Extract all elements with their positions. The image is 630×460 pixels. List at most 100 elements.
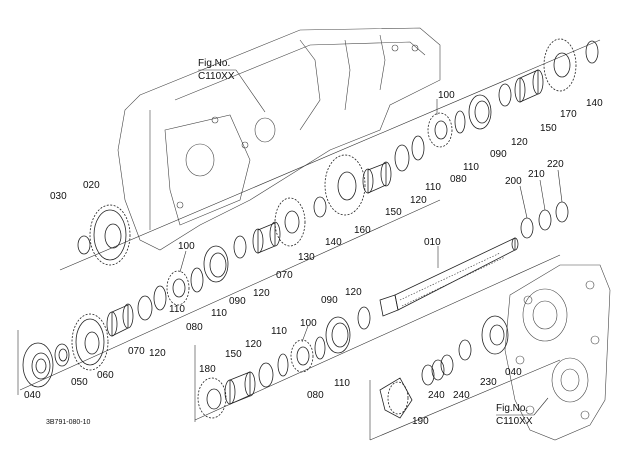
label-090-c: 090 — [321, 295, 338, 306]
needle-bearing-240-a — [421, 359, 445, 386]
label-080-b: 080 — [186, 322, 203, 333]
collar-230 — [458, 339, 472, 361]
ring-120-e — [258, 362, 274, 388]
label-080-c: 080 — [307, 390, 324, 401]
label-110-d: 110 — [425, 182, 441, 193]
label-110-c: 110 — [211, 308, 227, 319]
ring-120-c — [233, 235, 247, 259]
sleeve-090-c — [325, 316, 351, 354]
ring-110-c — [190, 267, 204, 293]
label-060: 060 — [97, 370, 114, 381]
ring-110-d — [411, 135, 425, 161]
label-190: 190 — [412, 416, 429, 427]
label-120-a: 120 — [511, 137, 528, 148]
ring-110-f — [277, 353, 289, 377]
fig-ref-top-line1: Fig.No. — [198, 58, 230, 69]
label-080-a: 080 — [450, 174, 467, 185]
collar-050 — [54, 343, 70, 367]
hub-080-c — [290, 339, 314, 373]
label-130: 130 — [298, 252, 315, 263]
needle-bearing-150-top — [514, 69, 544, 103]
label-050: 050 — [71, 377, 88, 388]
label-120-b: 120 — [149, 348, 166, 359]
ring-120-a — [498, 83, 512, 107]
label-120-d: 120 — [410, 195, 427, 206]
label-210: 210 — [528, 169, 545, 180]
gear-190 — [379, 377, 413, 419]
label-220: 220 — [547, 159, 564, 170]
needle-bearing-070-left — [106, 303, 134, 337]
label-090-b: 090 — [229, 296, 246, 307]
ring-140-top — [585, 40, 599, 64]
sleeve-090-a — [468, 94, 492, 130]
snap-ring-030 — [77, 235, 91, 255]
ring-120-f — [357, 306, 371, 330]
label-020: 020 — [83, 180, 100, 191]
label-110-e: 110 — [463, 162, 479, 173]
ring-140-mid — [313, 196, 327, 218]
label-110-f: 110 — [271, 326, 287, 337]
gear-020 — [89, 204, 131, 266]
label-100-c: 100 — [300, 318, 317, 329]
label-030: 030 — [50, 191, 67, 202]
label-160: 160 — [354, 225, 371, 236]
ring-110-e — [454, 110, 466, 134]
label-070-mid: 070 — [276, 270, 293, 281]
fig-ref-top-line2: C110XX — [198, 71, 235, 82]
label-070-left: 070 — [128, 346, 145, 357]
needle-bearing-240-b — [440, 354, 454, 376]
needle-bearing-150-low — [224, 371, 256, 405]
label-240-a: 240 — [428, 390, 445, 401]
hub-080-a — [427, 112, 453, 148]
label-120-e: 120 — [245, 339, 262, 350]
label-110-b: 110 — [169, 304, 185, 315]
leader-lines — [179, 99, 563, 343]
gear-060 — [71, 313, 109, 371]
label-120-c: 120 — [253, 288, 270, 299]
shaft-010 — [379, 237, 519, 317]
gear-160 — [324, 154, 366, 216]
transmission-housing-outline — [117, 27, 441, 251]
label-150-mid: 150 — [385, 207, 402, 218]
label-100-b: 100 — [178, 241, 195, 252]
label-040-left: 040 — [24, 390, 41, 401]
fig-ref-top: Fig.No. C110XX — [198, 58, 266, 113]
ring-110-a — [314, 336, 326, 360]
label-140-mid: 140 — [325, 237, 342, 248]
label-120-f: 120 — [345, 287, 362, 298]
label-150-low: 150 — [225, 349, 242, 360]
needle-bearing-070-mid — [252, 221, 281, 254]
gear-170 — [543, 38, 577, 92]
explode-axis-lines — [17, 39, 601, 441]
hub-080-b — [166, 270, 190, 306]
label-180: 180 — [199, 364, 216, 375]
bearing-040-right — [481, 315, 509, 355]
label-170: 170 — [560, 109, 577, 120]
label-100-a: 100 — [438, 90, 455, 101]
label-090-a: 090 — [490, 149, 507, 160]
fig-ref-bottom-line1: Fig.No. — [496, 403, 528, 414]
ring-210 — [538, 209, 552, 231]
needle-bearing-150-mid — [362, 161, 392, 194]
ring-220 — [555, 201, 569, 223]
label-040-right: 040 — [505, 367, 522, 378]
part-labels: 010 020 030 040 040 050 060 070 070 080 … — [24, 90, 603, 427]
label-230: 230 — [480, 377, 497, 388]
ring-120-d — [394, 144, 410, 172]
label-110-a: 110 — [334, 378, 350, 389]
label-200: 200 — [505, 176, 522, 187]
fig-ref-bottom-line2: C110XX — [496, 416, 533, 427]
label-150-top: 150 — [540, 123, 557, 134]
label-140-top: 140 — [586, 98, 603, 109]
gear-130 — [274, 197, 306, 247]
drawing-code: 3B791-080-10 — [46, 419, 90, 426]
label-010: 010 — [424, 237, 441, 248]
fig-ref-bottom: Fig.No. C110XX — [496, 397, 549, 427]
ring-110-b — [153, 285, 167, 311]
ring-200 — [520, 217, 534, 239]
ring-120-b — [137, 295, 153, 321]
bearing-040-left — [22, 342, 54, 388]
sleeve-090-b — [203, 245, 229, 283]
rear-cover-outline — [504, 264, 611, 441]
